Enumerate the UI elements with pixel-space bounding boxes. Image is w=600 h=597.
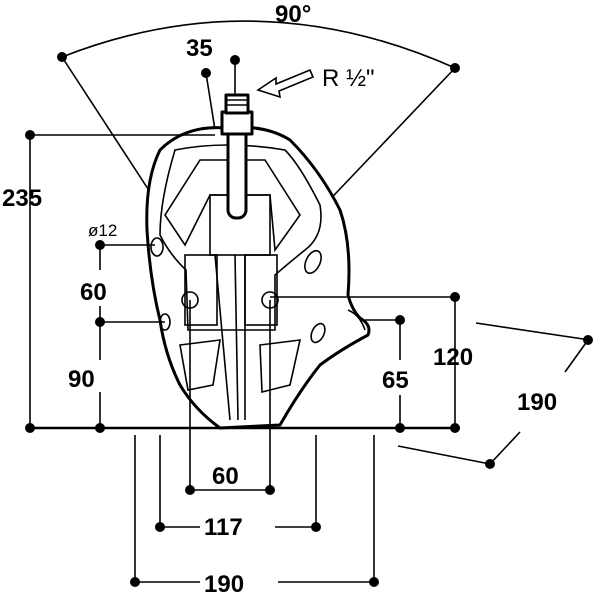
right-height-dimensions: 120 65 xyxy=(270,292,473,433)
mid-width-label: 117 xyxy=(204,514,243,541)
thread-label: R ½" xyxy=(322,65,375,92)
angle-dimension: 90° xyxy=(57,1,460,216)
inner-hole-spacing-label: 60 xyxy=(212,463,239,490)
urinal-body xyxy=(145,93,371,430)
depth-label: 190 xyxy=(517,389,557,416)
pipe-spacing-dimension: 35 xyxy=(186,35,240,131)
lower-hole-height-label: 90 xyxy=(68,366,95,393)
overall-width-label: 190 xyxy=(204,571,244,597)
thread-callout: R ½" xyxy=(256,65,375,99)
height-label: 235 xyxy=(2,185,42,212)
depth-dimension: 190 xyxy=(397,322,593,469)
side-hole-height-label: 65 xyxy=(382,367,409,394)
height-dimension: 235 xyxy=(2,130,215,433)
pipe-spacing-label: 35 xyxy=(186,35,213,62)
bottom-width-dimensions: 60 117 190 xyxy=(130,300,379,597)
outlet-height-label: 120 xyxy=(433,344,473,371)
hole-spacing-label: 60 xyxy=(80,279,107,306)
angle-label: 90° xyxy=(275,1,311,28)
hole-diameter-label: ø12 xyxy=(88,221,117,240)
left-hole-dimensions: ø12 60 90 xyxy=(68,221,165,433)
